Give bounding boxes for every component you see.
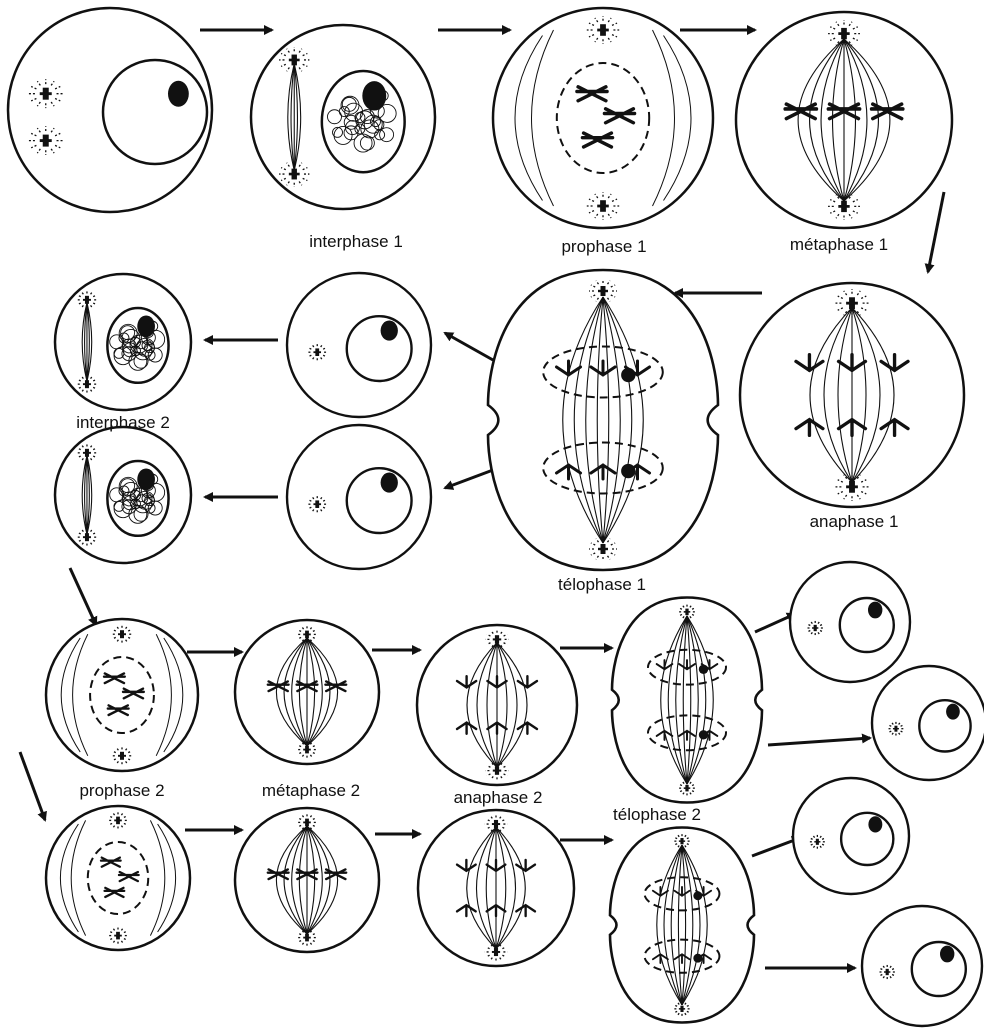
label-interphase-2: interphase 2 bbox=[76, 413, 170, 432]
cell-anaphase-2b bbox=[418, 810, 574, 966]
label-metaphase-1: métaphase 1 bbox=[790, 235, 888, 254]
label-anaphase-1: anaphase 1 bbox=[810, 512, 899, 531]
cell-metaphase-2a bbox=[235, 620, 379, 764]
flow-arrow bbox=[928, 192, 944, 272]
flow-arrow bbox=[445, 470, 493, 488]
cell-start bbox=[8, 8, 212, 212]
label-anaphase-2: anaphase 2 bbox=[454, 788, 543, 807]
cell-telophase-2b bbox=[610, 828, 754, 1023]
label-telophase-1: télophase 1 bbox=[558, 575, 646, 594]
label-metaphase-2: métaphase 2 bbox=[262, 781, 360, 800]
label-prophase-1: prophase 1 bbox=[561, 237, 646, 256]
label-interphase-1: interphase 1 bbox=[309, 232, 403, 251]
flow-arrow bbox=[20, 752, 45, 820]
cell-daughter-2d bbox=[862, 906, 982, 1026]
cell-anaphase-2a bbox=[417, 625, 577, 785]
cell-telophase-1 bbox=[488, 270, 718, 570]
cell-metaphase-1 bbox=[736, 12, 952, 228]
cell-prophase-1 bbox=[493, 8, 713, 228]
cell-daughter-2b bbox=[872, 666, 984, 780]
flow-arrow bbox=[445, 333, 493, 360]
cell-daughter-2a bbox=[790, 562, 910, 682]
cell-metaphase-2b bbox=[235, 808, 379, 952]
cell-interphase-1 bbox=[251, 25, 435, 209]
cell-prophase-2b bbox=[46, 806, 190, 950]
cell-daughter-2c bbox=[793, 778, 909, 894]
label-telophase-2: télophase 2 bbox=[613, 805, 701, 824]
cell-daughter-1a bbox=[287, 273, 431, 417]
cell-interphase-2b bbox=[55, 427, 191, 563]
cell-telophase-2a bbox=[612, 598, 762, 803]
cell-interphase-2a bbox=[55, 274, 191, 410]
label-prophase-2: prophase 2 bbox=[79, 781, 164, 800]
cell-daughter-1b bbox=[287, 425, 431, 569]
flow-arrow bbox=[70, 568, 96, 625]
flow-arrow bbox=[768, 738, 870, 745]
cell-prophase-2a bbox=[46, 619, 198, 771]
cell-anaphase-1 bbox=[740, 283, 964, 507]
